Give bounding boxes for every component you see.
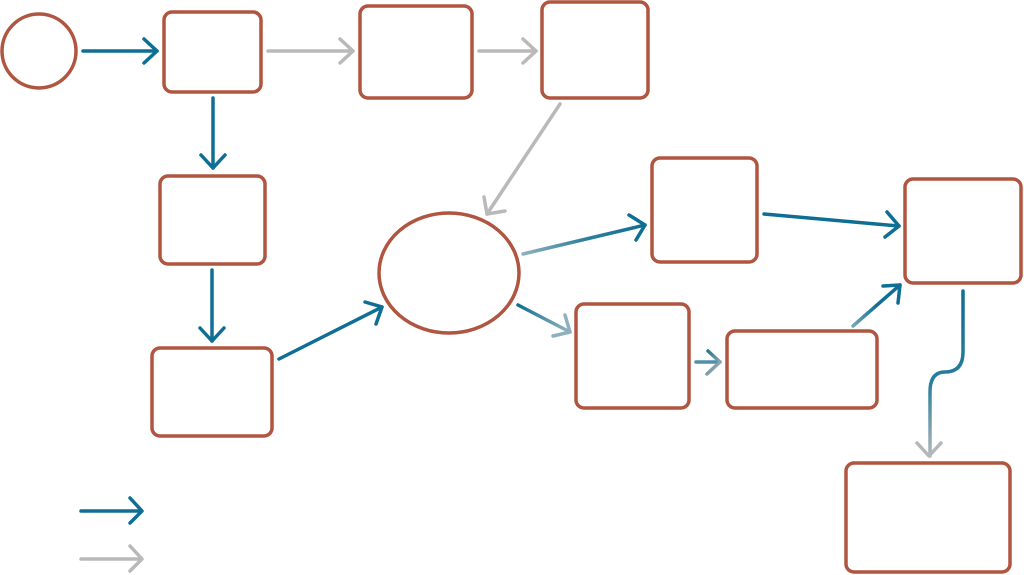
legend <box>79 496 144 573</box>
arrowhead-icon <box>521 37 538 65</box>
node-n5[interactable] <box>150 346 274 438</box>
edge-n7-n8[interactable] <box>694 349 722 376</box>
start-node-circle[interactable] <box>0 12 78 90</box>
node-n8[interactable] <box>725 329 879 410</box>
edge-n8-n9[interactable] <box>851 283 902 328</box>
node-n2[interactable] <box>358 4 474 100</box>
arrowhead-icon <box>881 283 902 305</box>
edge-hub-n6[interactable] <box>521 213 647 256</box>
edge-start-n1[interactable] <box>81 37 159 65</box>
arrowhead-icon <box>199 153 227 170</box>
edge-n5-hub[interactable] <box>277 300 384 361</box>
arrowhead-icon <box>198 326 226 343</box>
node-n4[interactable] <box>158 174 267 266</box>
node-n3[interactable] <box>540 0 650 100</box>
edge-n2-n3[interactable] <box>477 37 538 65</box>
node-n6[interactable] <box>650 156 759 264</box>
edge-hub-n7[interactable] <box>516 303 572 338</box>
node-n7[interactable] <box>574 302 691 410</box>
edge-n1-n2[interactable] <box>266 37 355 65</box>
arrowhead-icon <box>915 441 943 458</box>
arrowhead-icon <box>482 195 507 216</box>
node-n1[interactable] <box>162 10 263 94</box>
arrowhead-icon <box>142 37 159 65</box>
legend-item-secondary <box>79 544 144 573</box>
edge-n4-n5[interactable] <box>198 268 226 343</box>
arrowhead-icon <box>338 37 355 65</box>
edge-n6-n9[interactable] <box>762 210 901 239</box>
edges <box>81 37 965 458</box>
arrowhead-icon <box>883 210 901 239</box>
legend-secondary-arrow-icon <box>128 544 144 573</box>
arrowhead-icon <box>551 313 572 338</box>
arrowhead-icon <box>363 300 384 326</box>
legend-primary-arrow-icon <box>128 496 144 525</box>
edge-n3-hub[interactable] <box>482 102 562 216</box>
legend-item-primary <box>79 496 144 525</box>
node-n9[interactable] <box>903 177 1023 285</box>
arrowhead-icon <box>705 349 722 376</box>
edge-n9-end[interactable] <box>915 289 965 458</box>
end-node[interactable] <box>844 461 1012 574</box>
arrowhead-icon <box>627 213 647 242</box>
hub-node-ellipse[interactable] <box>377 211 521 335</box>
edge-n1-n4[interactable] <box>199 96 227 170</box>
